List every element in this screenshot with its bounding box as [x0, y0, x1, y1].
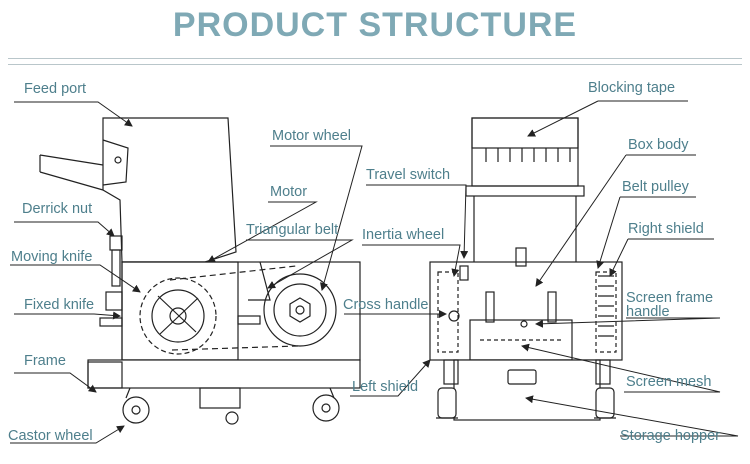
title-rule-top: [8, 58, 742, 59]
label-box-body: Box body: [628, 137, 689, 153]
label-screen-frame: Screen frame: [626, 290, 713, 306]
label-screen-mesh: Screen mesh: [626, 374, 711, 390]
label-triangular-belt: Triangular belt: [246, 222, 338, 238]
label-cross-handle: Cross handle: [343, 297, 428, 313]
label-right-shield: Right shield: [628, 221, 704, 237]
side-view-machine: [39, 117, 361, 425]
leader-lines: [10, 100, 739, 444]
label-travel-switch: Travel switch: [366, 167, 450, 183]
label-belt-pulley: Belt pulley: [622, 179, 690, 195]
label-moving-knife: Moving knife: [11, 249, 92, 265]
label-motor: Motor: [270, 184, 307, 200]
page-title: PRODUCT STRUCTURE: [172, 6, 578, 44]
label-inertia-wheel: Inertia wheel: [362, 227, 444, 243]
title-rule-bottom: [8, 64, 742, 65]
part-labels: Feed port Derrick nut Moving knife Fixed…: [8, 80, 720, 444]
label-castor-wheel: Castor wheel: [8, 428, 93, 444]
label-storage-hopper: Storage hopper: [620, 428, 720, 444]
label-derrick-nut: Derrick nut: [22, 201, 92, 217]
label-frame: Frame: [24, 353, 66, 369]
label-motor-wheel: Motor wheel: [272, 128, 351, 144]
label-blocking-tape: Blocking tape: [588, 80, 675, 96]
label-feed-port: Feed port: [24, 81, 86, 97]
label-screen-frame-handle: handle: [626, 304, 670, 320]
label-fixed-knife: Fixed knife: [24, 297, 94, 313]
front-view-machine: [429, 117, 623, 421]
label-left-shield: Left shield: [352, 379, 418, 395]
